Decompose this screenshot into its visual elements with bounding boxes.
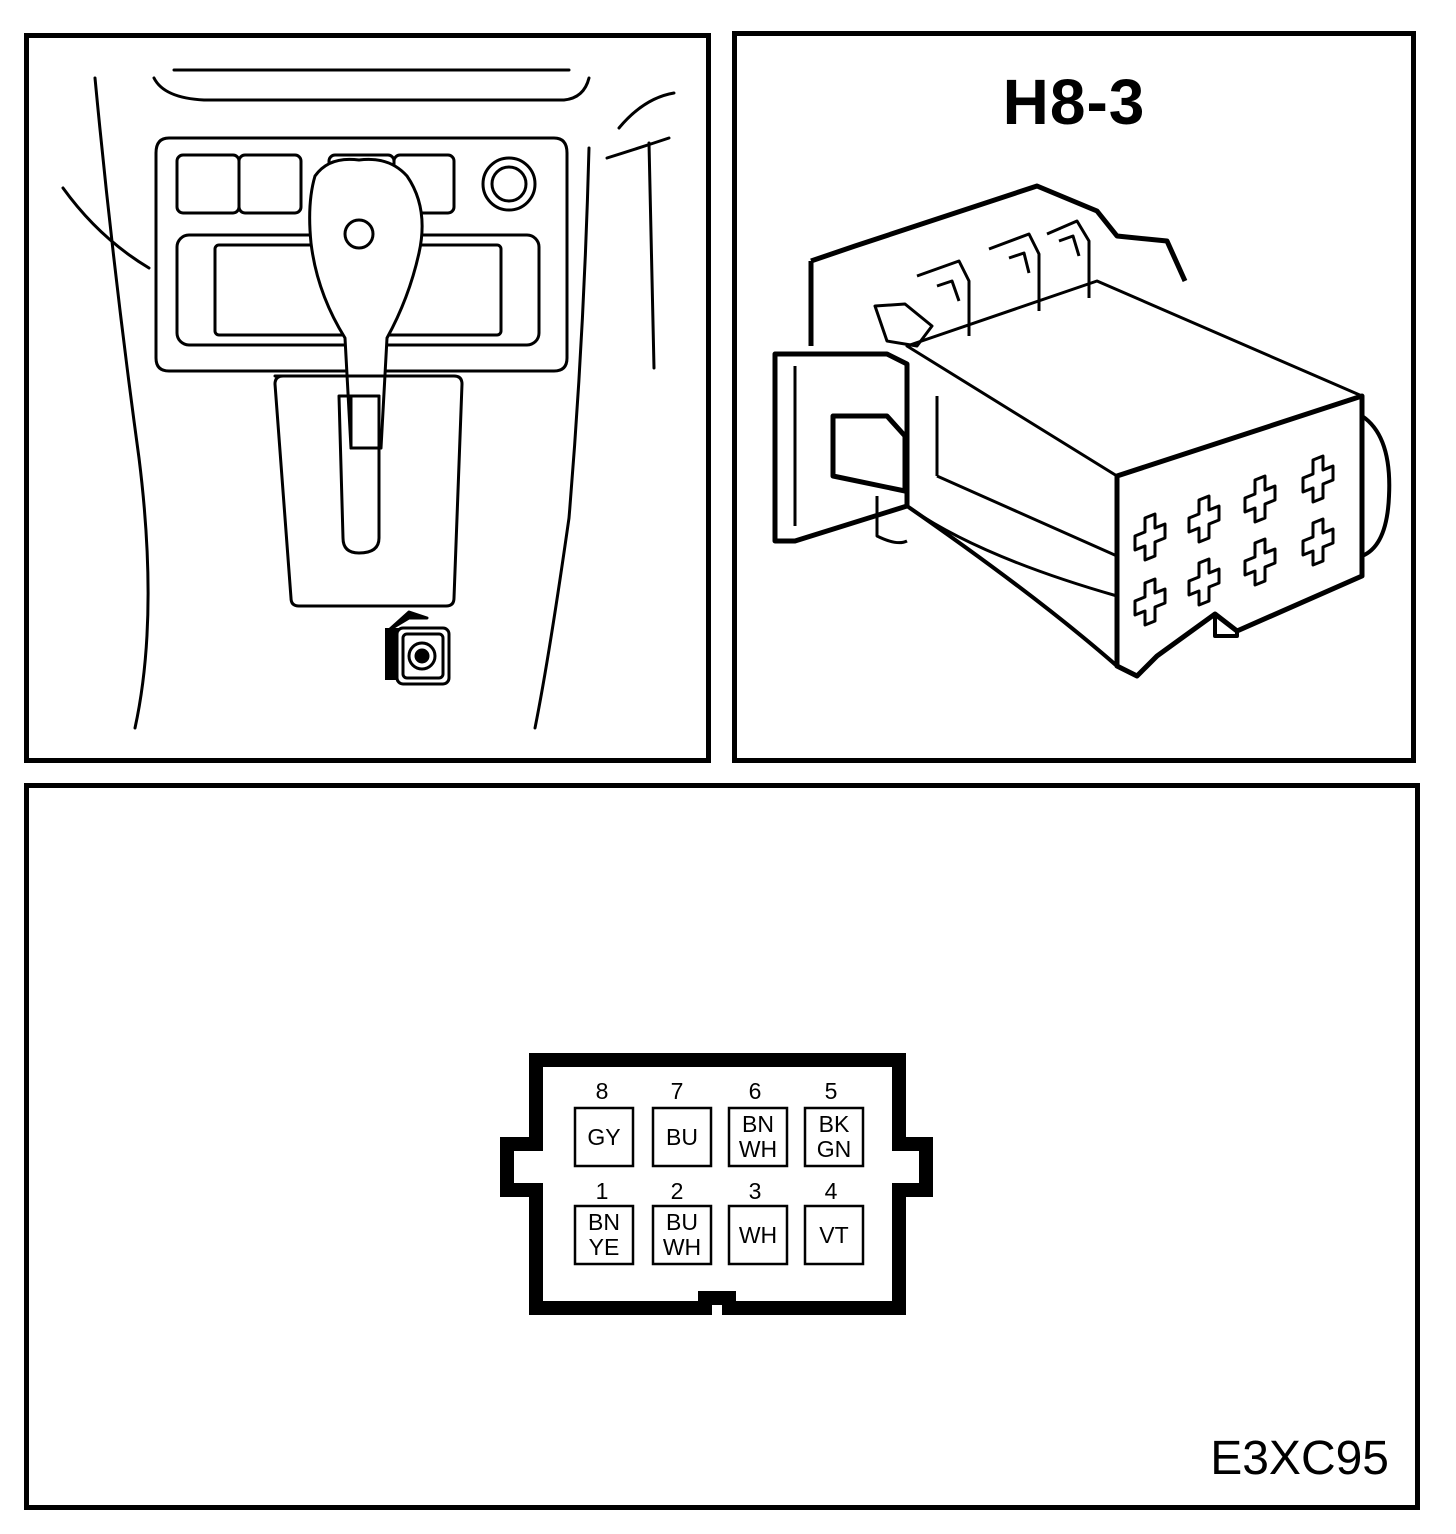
wire-color: GY — [587, 1124, 620, 1150]
wire-color: BN — [588, 1209, 620, 1235]
wire-stripe: YE — [589, 1234, 620, 1260]
pin-cell-6: 6 BN WH — [727, 1078, 789, 1168]
pin-number: 3 — [749, 1178, 762, 1204]
pin-cell-5: 5 BK GN — [803, 1078, 865, 1168]
wire-color: BU — [666, 1209, 698, 1235]
connector-face-drawing: 8 GY 7 BU 6 BN WH 5 BK GN 1 BN YE — [500, 1053, 933, 1315]
wire-stripe: WH — [739, 1136, 777, 1162]
connector-3d-drawing — [772, 183, 1392, 679]
connector-panel: H8-3 — [732, 31, 1416, 763]
pin-number: 7 — [671, 1078, 684, 1104]
wire-color: VT — [819, 1222, 848, 1248]
pinout-panel: 8 GY 7 BU 6 BN WH 5 BK GN 1 BN YE — [24, 783, 1420, 1510]
pin-number: 6 — [749, 1078, 762, 1104]
console-location-drawing — [61, 68, 676, 730]
wire-color: BU — [666, 1124, 698, 1150]
pin-cell-1: 1 BN YE — [573, 1178, 635, 1266]
wire-stripe: WH — [663, 1234, 701, 1260]
pin-number: 5 — [825, 1078, 838, 1104]
wire-color: BN — [742, 1111, 774, 1137]
wire-color: BK — [819, 1111, 850, 1137]
pin-number: 2 — [671, 1178, 684, 1204]
wire-stripe: GN — [817, 1136, 852, 1162]
pin-number: 1 — [596, 1178, 609, 1204]
connector-face-outline — [500, 1053, 933, 1315]
pin-number: 4 — [825, 1178, 838, 1204]
wire-color: WH — [739, 1222, 777, 1248]
figure-code: E3XC95 — [1210, 1432, 1389, 1485]
pin-cell-3: 3 WH — [727, 1178, 789, 1266]
pin-cell-4: 4 VT — [803, 1178, 865, 1266]
pin-cell-2: 2 BU WH — [651, 1178, 713, 1266]
pin-cell-7: 7 BU — [651, 1078, 713, 1168]
location-panel — [24, 33, 711, 763]
pin-number: 8 — [596, 1078, 609, 1104]
connector-title: H8-3 — [1002, 66, 1146, 138]
pin-cell-8: 8 GY — [573, 1078, 635, 1168]
